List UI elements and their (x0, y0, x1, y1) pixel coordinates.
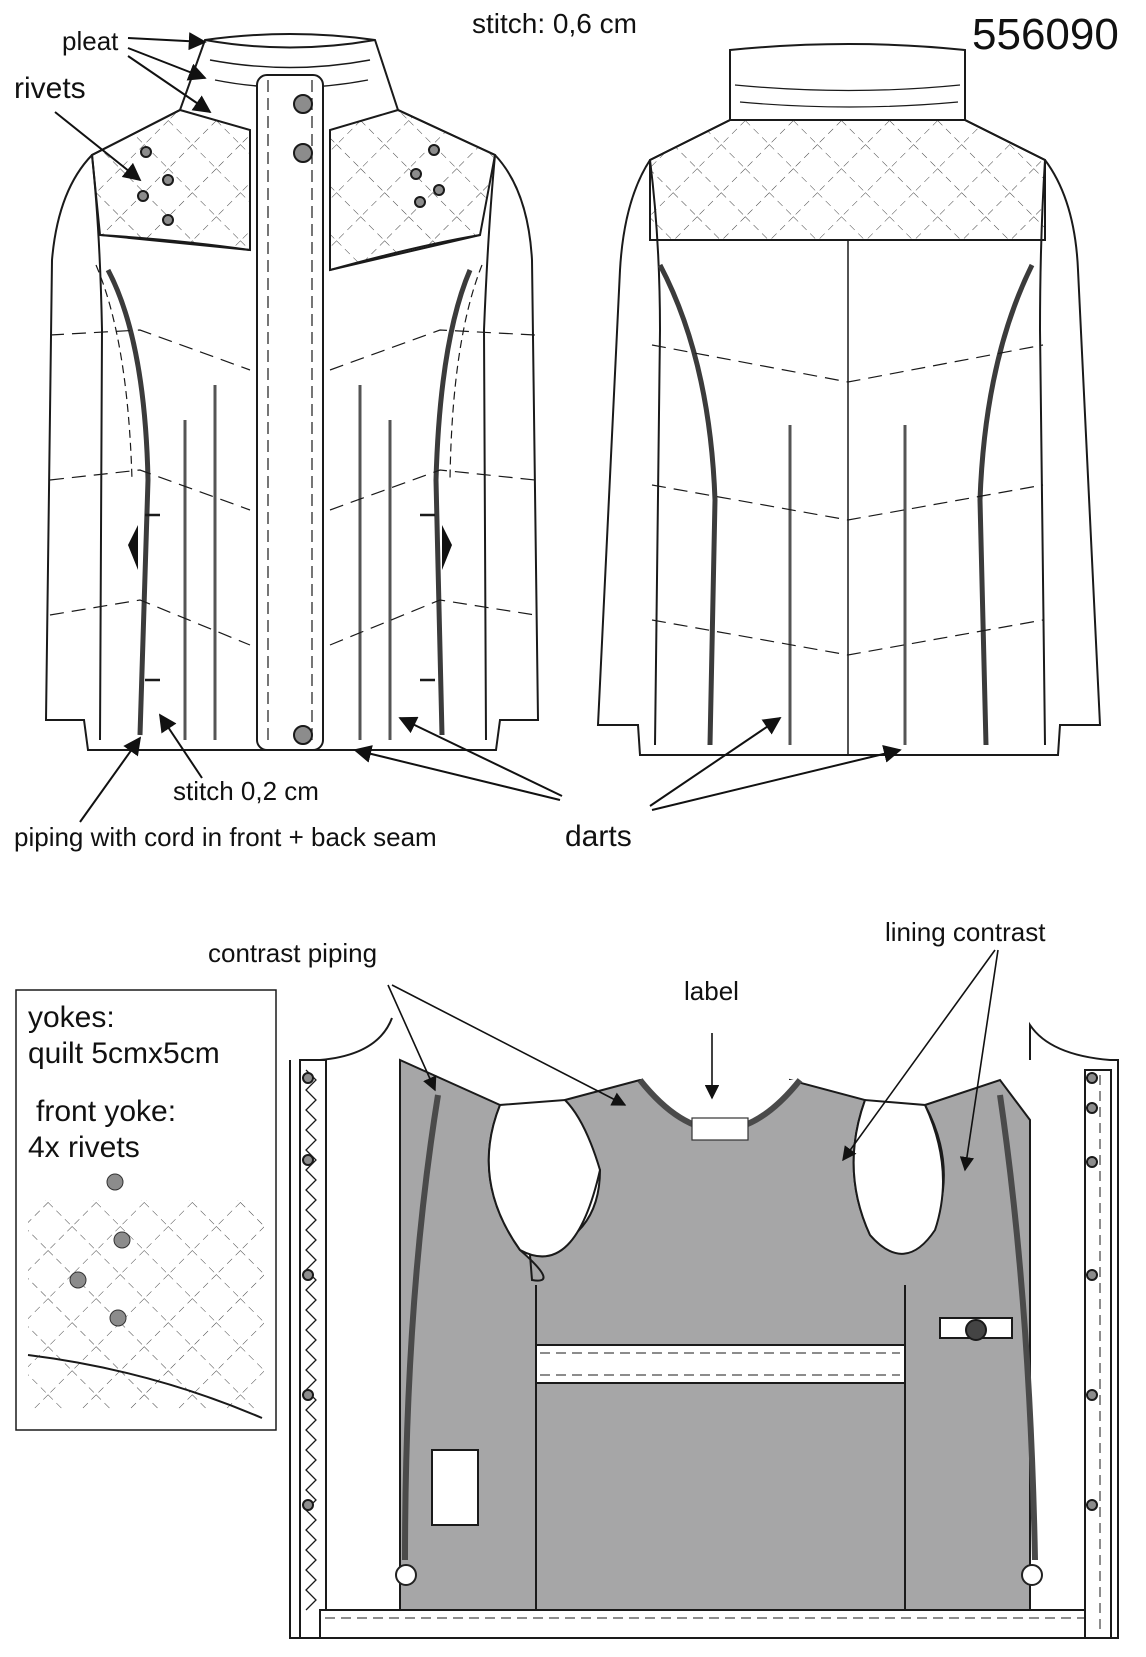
detail-line-yokes: yokes: (28, 1001, 115, 1034)
article-number: 556090 (972, 10, 1119, 59)
annotation-arrows-top (54, 32, 902, 823)
jacket-back-view (596, 43, 1102, 756)
pleat-label: pleat (62, 26, 119, 56)
lining-contrast-label: lining contrast (885, 917, 1046, 947)
darts-label: darts (565, 820, 632, 853)
detail-line-front-yoke: front yoke: (36, 1095, 177, 1128)
stitch-small-label: stitch 0,2 cm (173, 776, 319, 806)
detail-line-quilt: quilt 5cmx5cm (28, 1037, 220, 1070)
label-label: label (684, 976, 739, 1006)
annotation-arrows-bottom (387, 949, 999, 1172)
jacket-front-view (44, 33, 540, 751)
stitch-top-label: stitch: 0,6 cm (472, 8, 637, 39)
quilt-detail-box (15, 989, 277, 1431)
piping-cord-label: piping with cord in front + back seam (14, 822, 437, 852)
rivets-label: rivets (14, 72, 86, 105)
detail-line-rivets: 4x rivets (28, 1131, 140, 1164)
contrast-piping-label: contrast piping (208, 938, 378, 968)
jacket-inside-view (289, 1017, 1119, 1639)
